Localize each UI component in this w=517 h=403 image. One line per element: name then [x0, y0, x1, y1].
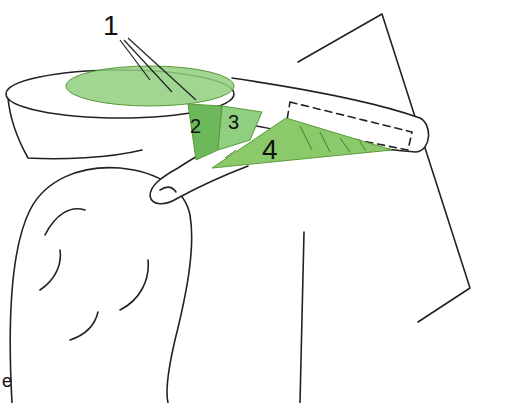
ligament-hatching [225, 126, 366, 158]
coracoid-tip [160, 187, 176, 192]
leader-line [120, 38, 196, 100]
callout-number: e [2, 372, 12, 390]
callout-number: 1 [103, 12, 119, 40]
scapula-outline [298, 14, 470, 322]
ligament-2 [188, 104, 222, 160]
humerus-contour [40, 209, 148, 340]
scapula-border [300, 232, 304, 403]
callout-number: 2 [190, 116, 201, 136]
callout-number: 4 [262, 136, 278, 164]
callout-number: 3 [228, 112, 239, 132]
ligament-1 [66, 66, 234, 106]
